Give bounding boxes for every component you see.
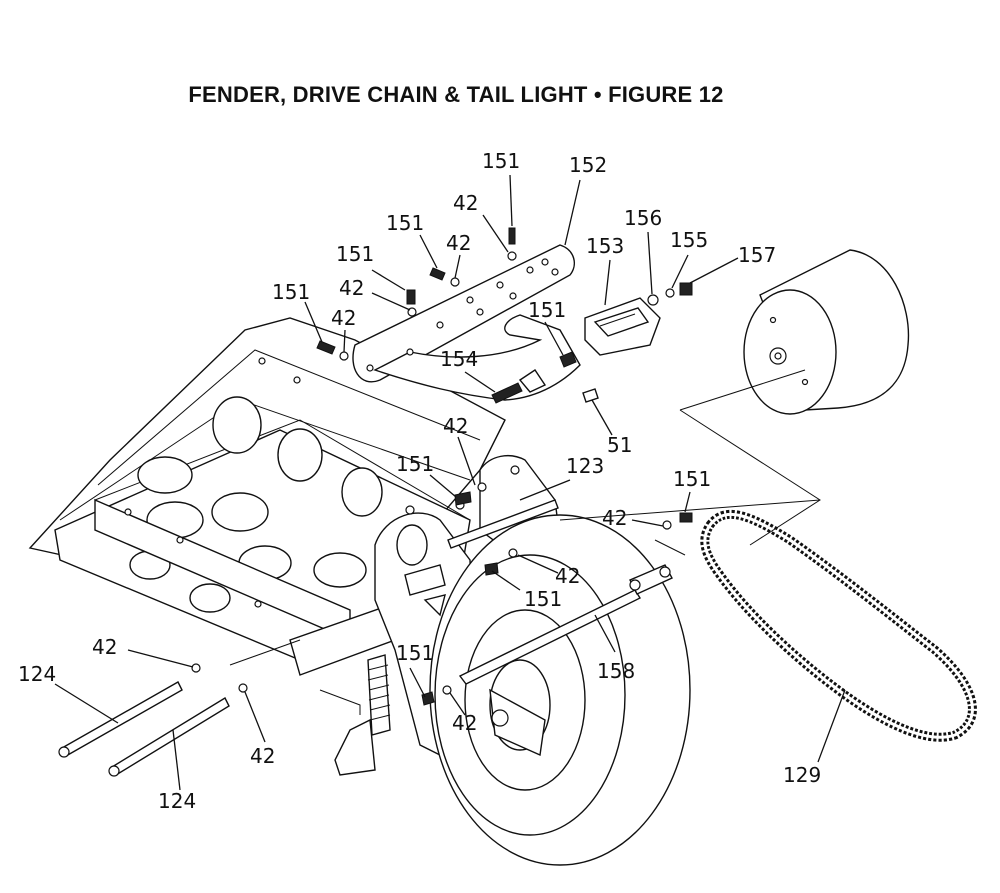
callout-124-b: 124 (158, 789, 196, 813)
callout-155: 155 (670, 228, 708, 252)
tail-light-153 (584, 297, 661, 356)
wheel-158 (429, 514, 691, 866)
callout-151-h: 151 (524, 587, 562, 611)
callout-129: 129 (783, 763, 821, 787)
callout-151-i: 151 (396, 641, 434, 665)
callout-156: 156 (624, 206, 662, 230)
callout-151-d: 151 (272, 280, 310, 304)
callout-42-h: 42 (92, 635, 117, 659)
fasteners (58, 227, 693, 777)
figure-title: FENDER, DRIVE CHAIN & TAIL LIGHT • FIGUR… (188, 82, 724, 107)
callout-154: 154 (440, 347, 478, 371)
axle-shaft (447, 499, 673, 685)
callout-42-c: 42 (339, 276, 364, 300)
callout-151-e: 151 (528, 298, 566, 322)
callout-42-i: 42 (452, 711, 477, 735)
callout-42-j: 42 (250, 744, 275, 768)
part-labels: 151 152 42 151 42 156 153 155 157 151 42… (18, 149, 821, 813)
callout-51: 51 (607, 433, 632, 457)
callout-152: 152 (569, 153, 607, 177)
callout-151-a: 151 (482, 149, 520, 173)
callout-123: 123 (566, 454, 604, 478)
callout-42-e: 42 (443, 414, 468, 438)
callout-42-b: 42 (446, 231, 471, 255)
callout-157: 157 (738, 243, 776, 267)
drive-chain-129 (700, 509, 977, 742)
callout-151-c: 151 (336, 242, 374, 266)
leader-lines (54, 174, 846, 791)
callout-153: 153 (586, 234, 624, 258)
spring-brake (334, 654, 391, 776)
callout-42-d: 42 (331, 306, 356, 330)
callout-158: 158 (597, 659, 635, 683)
callout-42-a: 42 (453, 191, 478, 215)
callout-124-a: 124 (18, 662, 56, 686)
drive-drum (743, 249, 910, 415)
callout-42-f: 42 (602, 506, 627, 530)
reference-lines (229, 369, 821, 666)
callout-42-g: 42 (555, 564, 580, 588)
callout-151-f: 151 (396, 452, 434, 476)
callout-151-g: 151 (673, 467, 711, 491)
callout-151-b: 151 (386, 211, 424, 235)
